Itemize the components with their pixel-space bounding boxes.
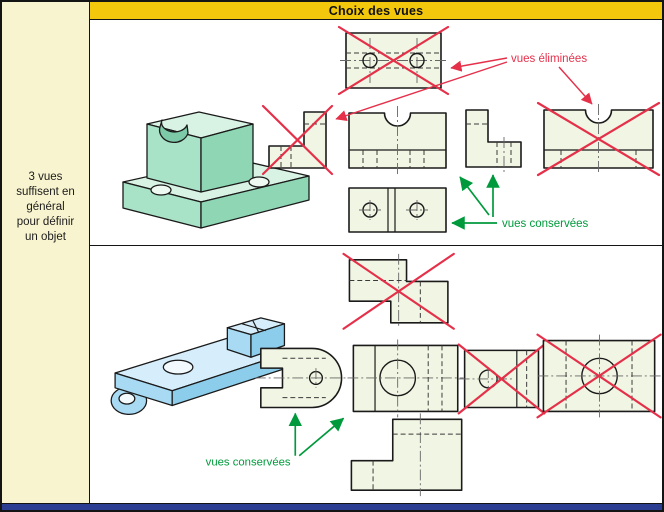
red-cross-3 xyxy=(536,101,661,177)
kept-arrows-top xyxy=(451,174,500,230)
front-view-2-kept xyxy=(347,339,464,418)
red-cross-2 xyxy=(261,104,334,176)
wide-view-eliminated xyxy=(536,101,661,177)
left-view-2-kept xyxy=(254,347,348,409)
footer-strip xyxy=(2,503,662,510)
top-view-2-eliminated xyxy=(342,252,455,330)
left-view-eliminated xyxy=(261,104,334,176)
kept-views-label-bottom: vues conservées xyxy=(206,457,291,469)
eliminated-views-label: vues éliminées xyxy=(511,53,587,65)
panel-top-drawing: vues éliminées vues conservées xyxy=(122,25,661,233)
iso-part-1 xyxy=(122,111,310,229)
iso-hole-2 xyxy=(248,176,270,188)
sidebar: 3 vues suffisent en général pour définir… xyxy=(2,2,90,503)
iso-part-2 xyxy=(110,317,288,416)
bottom-view-2-kept xyxy=(350,413,463,497)
iso-notch xyxy=(158,119,189,143)
front-view-kept xyxy=(348,106,447,175)
bottom-view-kept xyxy=(348,187,447,233)
red-cross-4 xyxy=(342,252,455,330)
header-bar: Choix des vues xyxy=(90,2,662,20)
red-cross-6 xyxy=(536,333,662,419)
panel-bottom: vues conservées xyxy=(90,247,662,503)
eliminated-arrows xyxy=(335,57,593,121)
iso-hole-1 xyxy=(150,184,172,196)
side-view-kept xyxy=(465,109,522,172)
iso2-hole xyxy=(162,359,194,375)
panel-top: vues éliminées vues conservées xyxy=(90,20,662,246)
kept-arrows-bottom xyxy=(288,412,345,457)
wide-view-2-eliminated xyxy=(536,333,662,419)
iso2-lobe-hole xyxy=(118,392,136,405)
kept-views-label-top: vues conservées xyxy=(502,218,589,230)
sidebar-note: 3 vues suffisent en général pour définir… xyxy=(16,171,75,243)
side-view-2-eliminated xyxy=(457,343,546,415)
panel-bottom-drawing: vues conservées xyxy=(110,252,662,497)
red-cross-5 xyxy=(457,343,546,415)
top-view-eliminated xyxy=(337,25,450,96)
red-cross-1 xyxy=(337,25,450,96)
page-title: Choix des vues xyxy=(328,3,424,18)
